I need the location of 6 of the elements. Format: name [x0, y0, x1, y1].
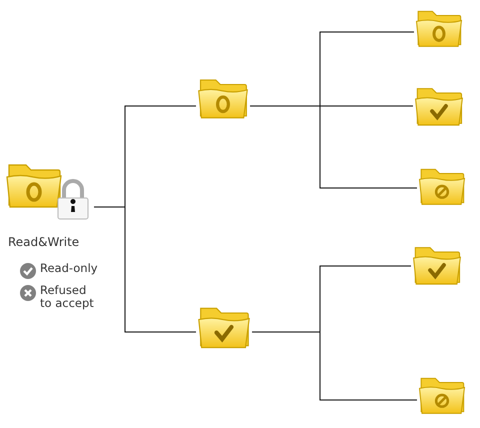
connector-line	[94, 206, 196, 332]
connector-line	[252, 332, 418, 400]
legend-label: Refused to accept	[40, 284, 95, 310]
folder-caption: Read&Write	[8, 236, 80, 249]
connector-line	[250, 106, 418, 188]
legend-label: Read-only	[40, 262, 99, 275]
